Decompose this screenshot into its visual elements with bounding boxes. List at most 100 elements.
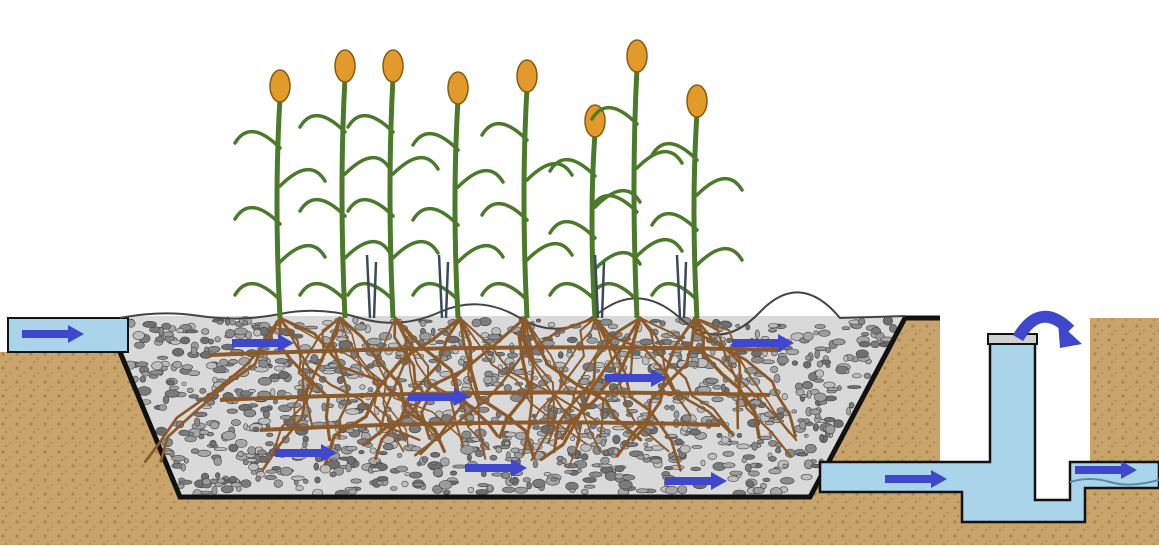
gravel-stone [253, 427, 259, 431]
gravel-stone [803, 332, 813, 340]
gravel-stone [615, 466, 624, 472]
reed-flower-head [335, 50, 355, 82]
gravel-stone [165, 390, 179, 398]
gravel-stone [231, 420, 240, 426]
gravel-stone [367, 364, 374, 369]
gravel-stone [453, 465, 467, 468]
gravel-stone [723, 463, 736, 468]
gravel-stone [368, 388, 373, 391]
gravel-stone [763, 478, 770, 482]
gravel-stone [405, 473, 410, 476]
gravel-stone [777, 408, 785, 413]
gravel-stone [819, 330, 830, 337]
gravel-stone [584, 485, 595, 488]
gravel-stone [314, 463, 319, 470]
reed-leaf [413, 134, 458, 150]
gravel-stone [859, 341, 870, 347]
gravel-stone [198, 450, 211, 456]
reed-leaf [235, 208, 280, 224]
gravel-stone [227, 409, 238, 414]
gravel-stone [691, 467, 701, 471]
gravel-stone [221, 486, 233, 493]
gravel-stone [180, 337, 189, 344]
gravel-stone [377, 476, 388, 481]
gravel-stone [883, 317, 893, 326]
gravel-stone [172, 455, 186, 461]
gravel-stone [409, 472, 422, 478]
gravel-stone [231, 483, 242, 488]
gravel-stone [270, 389, 275, 396]
gravel-stone [246, 458, 256, 462]
gravel-stone [783, 464, 788, 468]
gravel-stone [229, 444, 238, 452]
gravel-stone [195, 418, 200, 427]
gravel-stone [346, 409, 360, 415]
gravel-stone [644, 454, 650, 458]
gravel-stone [439, 480, 452, 489]
gravel-stone [644, 447, 653, 451]
gravel-stone [222, 431, 235, 440]
reed-leaf [550, 222, 595, 238]
gravel-stone [665, 405, 670, 409]
gravel-stone [187, 388, 193, 393]
gravel-stone [721, 384, 725, 392]
gravel-stone [184, 458, 188, 463]
gravel-stone [810, 409, 821, 415]
gravel-stone [275, 358, 288, 363]
gravel-stone [191, 449, 199, 454]
gravel-stone [265, 475, 277, 479]
gravel-stone [303, 479, 308, 483]
gravel-stone [806, 355, 811, 360]
gravel-stone [847, 407, 851, 415]
reed-flower-head [270, 70, 290, 102]
reed-plants [235, 40, 742, 318]
reed-leaf [393, 242, 438, 258]
gravel-stone [509, 478, 519, 483]
gravel-stone [210, 440, 217, 447]
reed-leaf [348, 284, 393, 300]
gravel-stone [565, 470, 574, 473]
gravel-stone [505, 432, 516, 437]
gravel-stone [218, 479, 225, 483]
reed-leaf [300, 116, 345, 132]
reed-plant [235, 70, 325, 318]
gravel-stone [172, 348, 183, 356]
reed-plant [592, 40, 682, 318]
gravel-stone [202, 479, 210, 485]
gravel-stone [782, 393, 787, 400]
reed-flower-head [687, 85, 707, 117]
gravel-stone [583, 477, 597, 482]
gravel-stone [601, 440, 606, 447]
gravel-stone [155, 337, 164, 343]
gravel-stone [133, 331, 145, 339]
gravel-stone [571, 436, 575, 440]
reed-leaf [300, 200, 345, 216]
gravel-stone [678, 486, 687, 494]
gravel-stone [756, 464, 761, 468]
gravel-stone [191, 347, 197, 355]
gravel-stone [330, 472, 336, 477]
gravel-stone [215, 337, 221, 342]
gravel-stone [826, 348, 831, 353]
gravel-stone [581, 454, 588, 461]
gravel-stone [881, 343, 886, 346]
gravel-stone [680, 445, 690, 453]
gravel-stone [775, 448, 781, 453]
gravel-stone [467, 454, 471, 461]
gravel-stone [490, 455, 497, 460]
reed-leaf [527, 244, 572, 260]
gravel-stone [619, 480, 633, 489]
gravel-stone [650, 319, 661, 322]
gravel-stone [674, 411, 679, 419]
reed-stem [390, 78, 393, 318]
gravel-stone [487, 351, 494, 356]
gravel-stone [769, 456, 777, 461]
reed-leaf [235, 132, 280, 148]
gravel-stone [728, 476, 739, 482]
reed-plant [550, 105, 640, 318]
gravel-stone [504, 441, 509, 445]
reed-leaf [280, 170, 325, 186]
gravel-stone [185, 436, 197, 442]
gravel-stone [212, 486, 217, 495]
gravel-stone [266, 424, 270, 428]
